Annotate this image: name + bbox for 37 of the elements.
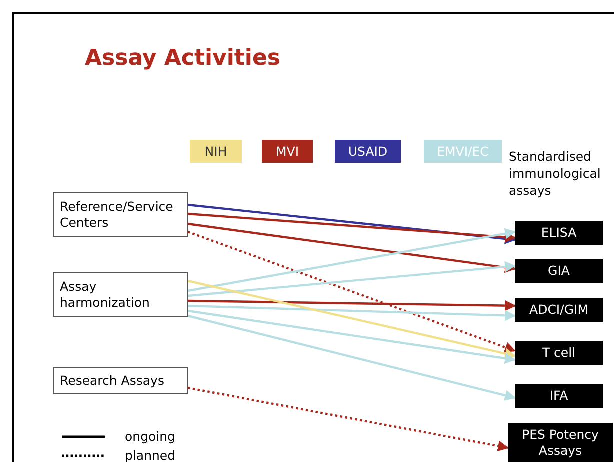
arrow [188, 212, 516, 243]
legend-label: NIH [204, 144, 228, 159]
legend-label: USAID [348, 144, 388, 159]
legend-label: EMVI/EC [437, 144, 489, 159]
assay-box [515, 221, 603, 245]
arrow [188, 314, 516, 401]
assay-box [515, 259, 603, 283]
legend-label: ongoing [125, 428, 176, 445]
arrow [188, 228, 516, 292]
node-label: Research Assays [60, 372, 164, 388]
column-heading: Standardised immunological assays [509, 148, 602, 199]
arrow [188, 386, 510, 452]
activity-box [53, 272, 188, 317]
assay-box [515, 341, 603, 365]
arrow [188, 310, 516, 364]
arrow [188, 300, 516, 312]
legend-label: MVI [276, 144, 300, 159]
node-label: Reference/Service Centers [60, 198, 174, 230]
arrow [188, 230, 516, 353]
arrow [188, 304, 516, 322]
node-label: PES Potency Assays [521, 426, 600, 458]
node-label: Assay harmonization [60, 278, 151, 310]
node-label: T cell [542, 345, 576, 361]
arrow [188, 261, 516, 298]
arrow [188, 204, 516, 244]
node-label: ELISA [541, 225, 577, 241]
assay-box [508, 423, 613, 462]
node-label: IFA [550, 388, 568, 404]
arrow [188, 280, 516, 360]
arrow [188, 222, 516, 274]
title: Assay Activities [85, 46, 280, 71]
assay-box [515, 384, 603, 408]
node-label: GIA [548, 263, 570, 279]
node-label: ADCI/GIM [530, 302, 588, 318]
assay-box [515, 298, 603, 322]
activity-box [53, 367, 188, 394]
activity-box [53, 192, 188, 237]
